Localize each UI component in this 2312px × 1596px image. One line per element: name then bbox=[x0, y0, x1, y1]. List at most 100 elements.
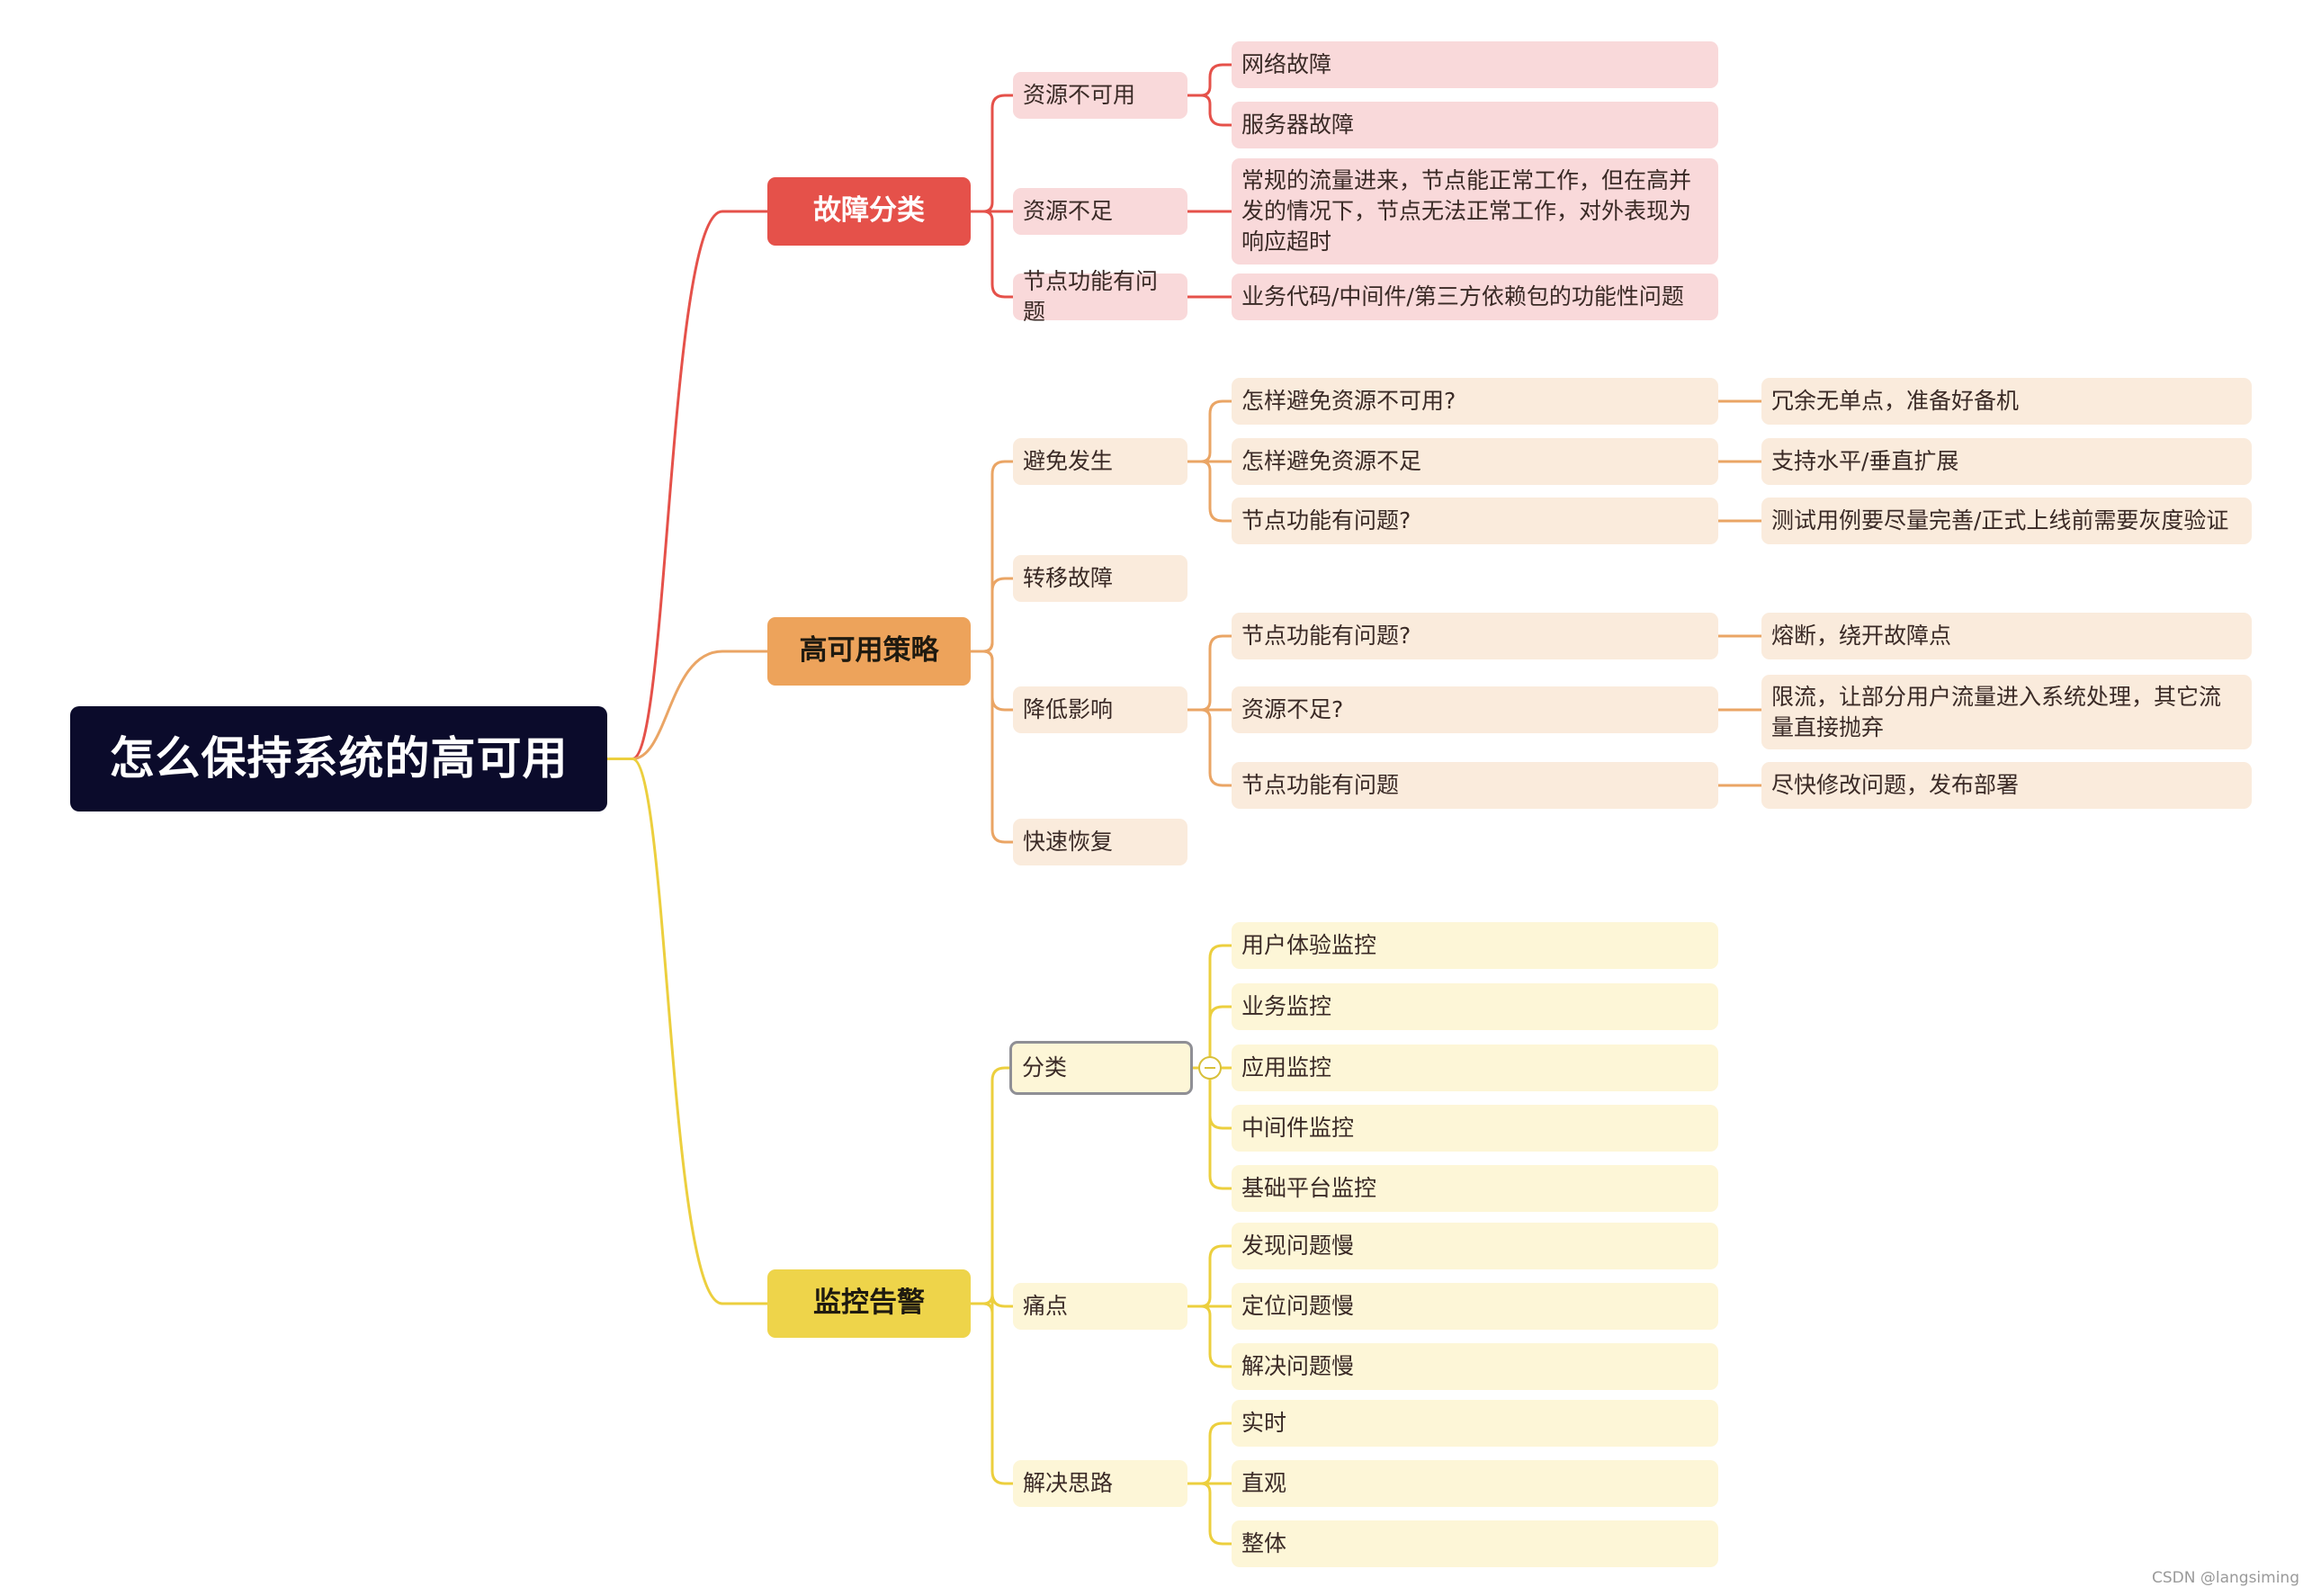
sub-node-0-2-label: 节点功能有问题 bbox=[1023, 268, 1159, 325]
leaf-node-1-0-0-label: 怎样避免资源不可用? bbox=[1241, 388, 1456, 415]
sub-node-1-0-label: 避免发生 bbox=[1023, 448, 1114, 475]
sub-node-2-0[interactable]: 分类 bbox=[1009, 1041, 1193, 1095]
root-link-2 bbox=[605, 758, 769, 1305]
detail-node-1-2-0[interactable]: 熔断，绕开故障点 bbox=[1761, 613, 2252, 659]
branch-0-link-2 bbox=[969, 210, 1015, 299]
leaf-node-1-0-2-label: 节点功能有问题? bbox=[1241, 507, 1411, 534]
sub-1-2-link-0 bbox=[1186, 634, 1233, 712]
leaf-node-2-0-4-label: 基础平台监控 bbox=[1241, 1175, 1377, 1202]
leaf-node-1-0-0[interactable]: 怎样避免资源不可用? bbox=[1232, 378, 1718, 425]
leaf-node-0-0-0[interactable]: 网络故障 bbox=[1232, 41, 1718, 88]
detail-node-1-0-2[interactable]: 测试用例要尽量完善/正式上线前需要灰度验证 bbox=[1761, 498, 2252, 544]
sub-2-1-link-2 bbox=[1186, 1305, 1233, 1368]
leaf-node-0-0-0-label: 网络故障 bbox=[1241, 51, 1332, 78]
sub-0-0-link-0 bbox=[1186, 63, 1233, 97]
leaf-node-1-0-1-label: 怎样避免资源不足 bbox=[1241, 448, 1422, 475]
leaf-node-1-0-1[interactable]: 怎样避免资源不足 bbox=[1232, 438, 1718, 485]
sub-node-1-1[interactable]: 转移故障 bbox=[1013, 555, 1187, 602]
root-node[interactable]: 怎么保持系统的高可用 bbox=[70, 706, 607, 811]
leaf-node-1-2-0-label: 节点功能有问题? bbox=[1241, 623, 1411, 650]
sub-node-0-2[interactable]: 节点功能有问题 bbox=[1013, 268, 1187, 325]
leaf-node-2-0-0[interactable]: 用户体验监控 bbox=[1232, 922, 1718, 969]
leaf-node-0-1-0[interactable]: 常规的流量进来，节点能正常工作，但在高并发的情况下，节点无法正常工作，对外表现为… bbox=[1232, 158, 1718, 265]
leaf-node-2-0-0-label: 用户体验监控 bbox=[1241, 932, 1377, 959]
detail-node-1-0-0[interactable]: 冗余无单点，准备好备机 bbox=[1761, 378, 2252, 425]
leaf-node-1-2-0[interactable]: 节点功能有问题? bbox=[1232, 613, 1718, 659]
sub-2-1-link-0 bbox=[1186, 1244, 1233, 1308]
sub-node-2-0-label: 分类 bbox=[1022, 1054, 1068, 1081]
sub-node-2-1[interactable]: 痛点 bbox=[1013, 1283, 1187, 1330]
branch-1-link-1 bbox=[969, 577, 1015, 653]
leaf-node-2-2-2[interactable]: 整体 bbox=[1232, 1520, 1718, 1567]
root-link-0 bbox=[605, 210, 769, 760]
sub-1-0-link-0 bbox=[1186, 399, 1233, 463]
leaf-node-2-0-1-label: 业务监控 bbox=[1241, 993, 1332, 1020]
sub-2-2-link-2 bbox=[1186, 1482, 1233, 1546]
leaf-node-2-0-2-label: 应用监控 bbox=[1241, 1054, 1332, 1081]
leaf-node-2-0-3[interactable]: 中间件监控 bbox=[1232, 1105, 1718, 1152]
detail-node-1-2-0-label: 熔断，绕开故障点 bbox=[1771, 623, 1952, 650]
leaf-node-0-0-1[interactable]: 服务器故障 bbox=[1232, 102, 1718, 148]
leaf-node-1-0-2[interactable]: 节点功能有问题? bbox=[1232, 498, 1718, 544]
detail-node-1-0-0-label: 冗余无单点，准备好备机 bbox=[1771, 388, 2020, 415]
branch-0-link-0 bbox=[969, 94, 1015, 213]
leaf-node-2-0-2[interactable]: 应用监控 bbox=[1232, 1045, 1718, 1091]
sub-node-2-2[interactable]: 解决思路 bbox=[1013, 1460, 1187, 1507]
leaf-node-2-0-4[interactable]: 基础平台监控 bbox=[1232, 1165, 1718, 1212]
minus-icon bbox=[1205, 1067, 1215, 1069]
sub-node-1-0[interactable]: 避免发生 bbox=[1013, 438, 1187, 485]
leaf-node-2-1-0[interactable]: 发现问题慢 bbox=[1232, 1223, 1718, 1269]
branch-2-link-0 bbox=[969, 1066, 1011, 1305]
detail-node-1-0-1-label: 支持水平/垂直扩展 bbox=[1771, 448, 1959, 475]
branch-ha[interactable]: 高可用策略 bbox=[767, 617, 971, 686]
leaf-node-2-1-0-label: 发现问题慢 bbox=[1241, 1233, 1355, 1260]
branch-fault[interactable]: 故障分类 bbox=[767, 177, 971, 246]
leaf-node-0-2-0-label: 业务代码/中间件/第三方依赖包的功能性问题 bbox=[1241, 283, 1684, 310]
sub-node-0-0-label: 资源不可用 bbox=[1023, 82, 1136, 109]
sub-node-0-1-label: 资源不足 bbox=[1023, 198, 1114, 225]
sub-node-1-2-label: 降低影响 bbox=[1023, 696, 1114, 723]
branch-monitor-label: 监控告警 bbox=[813, 1287, 925, 1320]
detail-node-1-2-1-label: 限流，让部分用户流量进入系统处理，其它流量直接抛弃 bbox=[1771, 683, 2222, 740]
detail-node-1-2-1[interactable]: 限流，让部分用户流量进入系统处理，其它流量直接抛弃 bbox=[1761, 675, 2252, 749]
branch-ha-label: 高可用策略 bbox=[799, 634, 939, 668]
leaf-node-2-1-1-label: 定位问题慢 bbox=[1241, 1293, 1355, 1320]
leaf-node-1-2-1[interactable]: 资源不足? bbox=[1232, 686, 1718, 733]
leaf-node-0-1-0-label: 常规的流量进来，节点能正常工作，但在高并发的情况下，节点无法正常工作，对外表现为… bbox=[1241, 167, 1692, 255]
sub-node-1-2[interactable]: 降低影响 bbox=[1013, 686, 1187, 733]
leaf-node-1-2-2[interactable]: 节点功能有问题 bbox=[1232, 762, 1718, 809]
branch-monitor[interactable]: 监控告警 bbox=[767, 1269, 971, 1338]
sub-1-0-link-2 bbox=[1186, 460, 1233, 523]
leaf-node-2-2-2-label: 整体 bbox=[1241, 1530, 1287, 1557]
sub-node-2-2-label: 解决思路 bbox=[1023, 1470, 1114, 1497]
root-node-label: 怎么保持系统的高可用 bbox=[109, 731, 569, 785]
watermark: CSDN @langsiming bbox=[2151, 1569, 2299, 1587]
leaf-node-2-2-0[interactable]: 实时 bbox=[1232, 1400, 1718, 1447]
leaf-node-2-0-1[interactable]: 业务监控 bbox=[1232, 983, 1718, 1030]
leaf-node-2-1-1[interactable]: 定位问题慢 bbox=[1232, 1283, 1718, 1330]
sub-node-1-3[interactable]: 快速恢复 bbox=[1013, 819, 1187, 865]
collapse-toggle-icon[interactable] bbox=[1198, 1056, 1222, 1080]
sub-node-0-1[interactable]: 资源不足 bbox=[1013, 188, 1187, 235]
detail-node-1-2-2[interactable]: 尽快修改问题，发布部署 bbox=[1761, 762, 2252, 809]
leaf-node-2-2-1[interactable]: 直观 bbox=[1232, 1460, 1718, 1507]
leaf-node-0-2-0[interactable]: 业务代码/中间件/第三方依赖包的功能性问题 bbox=[1232, 273, 1718, 320]
sub-1-2-link-2 bbox=[1186, 708, 1233, 787]
detail-node-1-0-1[interactable]: 支持水平/垂直扩展 bbox=[1761, 438, 2252, 485]
leaf-node-1-2-2-label: 节点功能有问题 bbox=[1241, 772, 1400, 799]
branch-2-link-2 bbox=[969, 1302, 1015, 1485]
detail-node-1-2-2-label: 尽快修改问题，发布部署 bbox=[1771, 772, 2020, 799]
branch-1-link-3 bbox=[969, 650, 1015, 844]
leaf-node-2-0-3-label: 中间件监控 bbox=[1241, 1115, 1355, 1142]
sub-node-2-1-label: 痛点 bbox=[1023, 1293, 1069, 1320]
root-link-1 bbox=[605, 650, 769, 760]
sub-0-0-link-1 bbox=[1186, 94, 1233, 127]
sub-node-0-0[interactable]: 资源不可用 bbox=[1013, 72, 1187, 119]
detail-node-1-0-2-label: 测试用例要尽量完善/正式上线前需要灰度验证 bbox=[1771, 507, 2229, 534]
leaf-node-2-2-0-label: 实时 bbox=[1241, 1410, 1287, 1437]
leaf-node-2-1-2[interactable]: 解决问题慢 bbox=[1232, 1343, 1718, 1390]
sub-2-2-link-0 bbox=[1186, 1421, 1233, 1485]
sub-node-1-1-label: 转移故障 bbox=[1023, 565, 1114, 592]
